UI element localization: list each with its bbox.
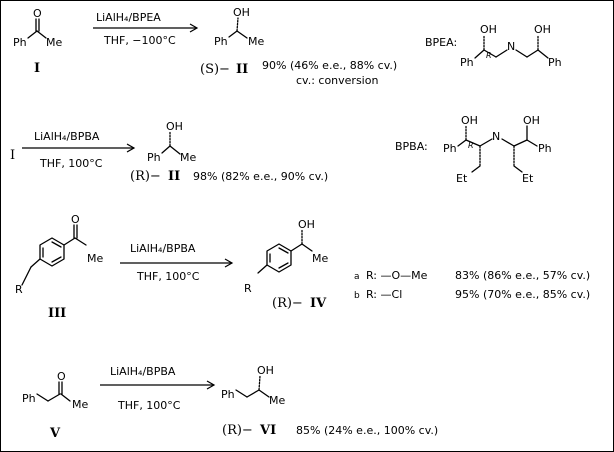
atom-me: Me xyxy=(180,151,196,164)
compound-label-I-2: I xyxy=(10,148,15,163)
atom-ph: Ph xyxy=(443,142,457,155)
product-config-3: (R)− xyxy=(272,296,303,311)
variant-tag: b xyxy=(354,291,360,301)
reagent-1: LiAlH₄/BPEA xyxy=(96,11,161,24)
atom-r: R xyxy=(244,282,252,295)
atom-oh: OH xyxy=(166,120,183,133)
atom-oh: OH xyxy=(461,114,478,127)
atom-o: O xyxy=(33,7,42,20)
atom-n: N xyxy=(507,40,515,53)
compound-label-II-1: II xyxy=(236,62,248,77)
atom-oh: OH xyxy=(298,218,315,231)
reaction-3: R O Me III LiAlH₄/BPBA THF, 100°C R OH M… xyxy=(15,213,590,321)
compound-III-structure: R O Me xyxy=(15,213,103,296)
atom-ph: Ph xyxy=(22,392,36,405)
stereo-descriptor: R xyxy=(468,141,474,150)
conditions-2: THF, 100°C xyxy=(39,157,103,170)
variant-b: b R: —Cl 95% (70% e.e., 85% cv.) xyxy=(354,288,590,301)
reaction-2: I LiAlH₄/BPBA THF, 100°C Ph OH Me (R)− I… xyxy=(10,120,328,184)
conditions-1: THF, −100°C xyxy=(103,34,176,47)
stereo-descriptor: R xyxy=(486,51,492,60)
product-config-4: (R)− xyxy=(222,423,253,438)
product-config-1: (S)− xyxy=(200,62,230,77)
compound-VI-structure: Ph OH Me xyxy=(221,364,285,407)
compound-label-III: III xyxy=(48,306,66,321)
compound-I-structure: Ph O Me xyxy=(13,7,62,49)
variant-yield: 83% (86% e.e., 57% cv.) xyxy=(455,269,590,282)
atom-me: Me xyxy=(72,398,88,411)
atom-et: Et xyxy=(456,172,468,185)
atom-r: R xyxy=(15,283,23,296)
product-config-2: (R)− xyxy=(130,169,161,184)
variant-tag: a xyxy=(354,272,360,282)
atom-me: Me xyxy=(248,35,264,48)
atom-o: O xyxy=(71,213,80,226)
compound-label-V: V xyxy=(49,426,61,441)
atom-oh: OH xyxy=(534,23,551,36)
atom-me: Me xyxy=(46,36,62,49)
atom-ph: Ph xyxy=(13,36,27,49)
compound-II-R-structure: Ph OH Me xyxy=(147,120,196,164)
atom-o: O xyxy=(57,370,66,383)
compound-IV-structure: R OH Me xyxy=(244,218,328,295)
atom-ph: Ph xyxy=(538,142,552,155)
compound-label-II-2: II xyxy=(168,169,180,184)
reaction-4: Ph O Me V LiAlH₄/BPBA THF, 100°C Ph OH M… xyxy=(22,364,438,441)
atom-oh: OH xyxy=(257,364,274,377)
bpea-ligand: BPEA: Ph OH R N OH Ph xyxy=(425,23,562,69)
atom-me: Me xyxy=(269,394,285,407)
yield-1: 90% (46% e.e., 88% cv.) xyxy=(262,59,397,72)
bpea-label: BPEA: xyxy=(425,36,457,49)
variant-yield: 95% (70% e.e., 85% cv.) xyxy=(455,288,590,301)
conditions-4: THF, 100°C xyxy=(117,399,181,412)
conversion-note: cv.: conversion xyxy=(296,74,378,87)
reagent-2: LiAlH₄/BPBA xyxy=(34,130,100,143)
atom-oh: OH xyxy=(233,6,250,19)
bpba-label: BPBA: xyxy=(395,140,428,153)
compound-II-S-structure: Ph OH Me xyxy=(214,6,264,48)
atom-n: N xyxy=(492,130,500,143)
atom-me: Me xyxy=(87,252,103,265)
atom-ph: Ph xyxy=(221,388,235,401)
atom-ph: Ph xyxy=(460,56,474,69)
variant-a: a R: —O—Me 83% (86% e.e., 57% cv.) xyxy=(354,269,590,282)
atom-ph: Ph xyxy=(548,56,562,69)
atom-ph: Ph xyxy=(214,35,228,48)
atom-me: Me xyxy=(312,252,328,265)
reagent-3: LiAlH₄/BPBA xyxy=(130,242,196,255)
compound-label-I: I xyxy=(34,61,40,76)
compound-V-structure: Ph O Me xyxy=(22,370,88,411)
compound-label-VI: VI xyxy=(259,423,276,438)
atom-et: Et xyxy=(522,172,534,185)
conditions-3: THF, 100°C xyxy=(136,270,200,283)
atom-oh: OH xyxy=(480,23,497,36)
atom-ph: Ph xyxy=(147,151,161,164)
variant-substituent: R: —Cl xyxy=(366,288,402,301)
yield-2: 98% (82% e.e., 90% cv.) xyxy=(193,170,328,183)
compound-label-IV: IV xyxy=(310,296,327,311)
bpba-ligand: BPBA: Ph OH R N Et OH Ph Et xyxy=(395,114,552,185)
reagent-4: LiAlH₄/BPBA xyxy=(110,365,176,378)
atom-oh: OH xyxy=(523,114,540,127)
reaction-1: Ph O Me I LiAlH₄/BPEA THF, −100°C Ph OH … xyxy=(13,6,397,87)
yield-4: 85% (24% e.e., 100% cv.) xyxy=(296,424,438,437)
variant-substituent: R: —O—Me xyxy=(366,269,428,282)
